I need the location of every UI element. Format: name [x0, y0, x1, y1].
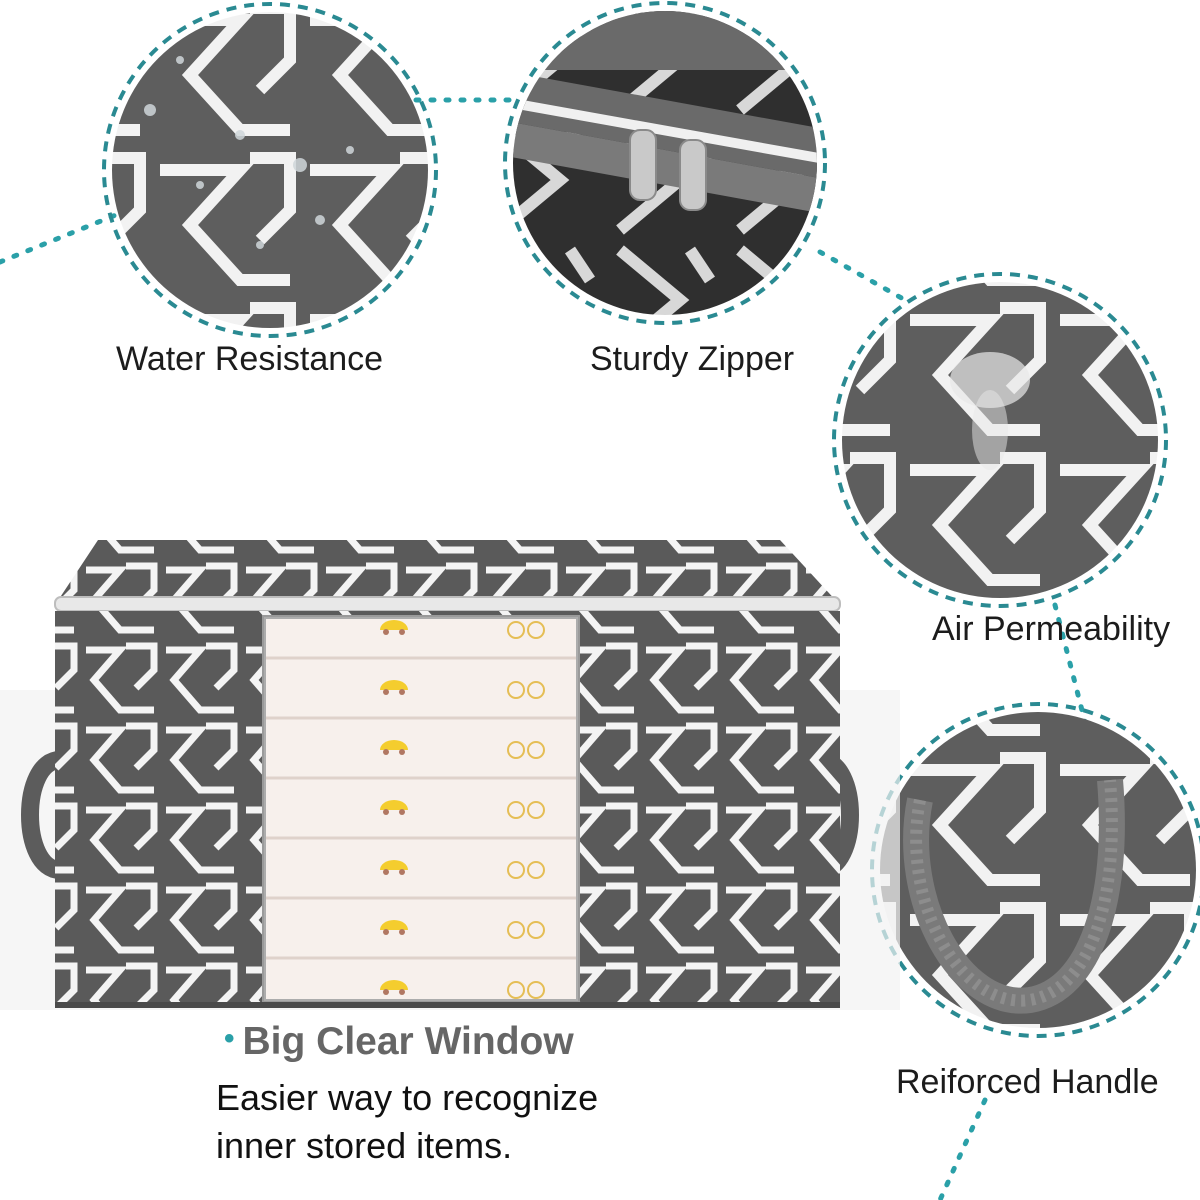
water-resistance-label: Water Resistance	[116, 340, 384, 378]
window-title-text: Big Clear Window	[242, 1020, 574, 1063]
bullet-icon: •	[224, 1022, 235, 1055]
sturdy-zipper-circle	[503, 1, 827, 325]
water-resistance-circle	[102, 2, 438, 338]
window-description: Easier way to recognize inner stored ite…	[216, 1074, 598, 1170]
air-permeability-circle	[832, 272, 1168, 608]
connector-lines	[0, 97, 1088, 1200]
sturdy-zipper-label: Sturdy Zipper	[590, 340, 795, 378]
reinforced-handle-circle	[870, 702, 1200, 1038]
storage-bag	[0, 540, 900, 1010]
air-permeability-label: Air Permeability	[932, 610, 1171, 648]
reinforced-handle-label: Reiforced Handle	[896, 1063, 1159, 1101]
window-desc-line1: Easier way to recognize	[216, 1077, 599, 1118]
window-desc-line2: inner stored items.	[216, 1125, 513, 1166]
big-clear-window-heading: •Big Clear Window	[224, 1020, 574, 1064]
